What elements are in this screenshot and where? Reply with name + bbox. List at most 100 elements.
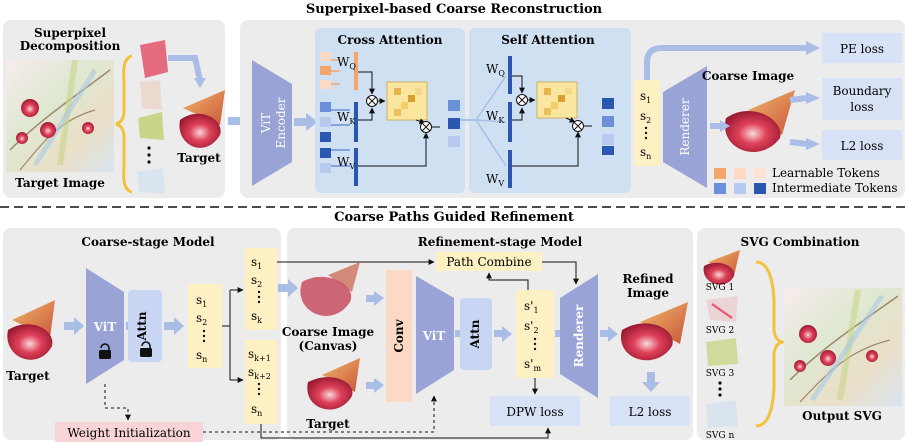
svg-combination-bracket — [755, 260, 788, 428]
top-token-column — [634, 80, 660, 166]
cross-learnable-tokens — [320, 52, 331, 89]
cross-wv-label: WV — [337, 155, 355, 171]
pe-loss-box — [822, 33, 902, 63]
target-label-refinement: Target — [306, 417, 350, 431]
arrow-to-pe-loss — [644, 45, 808, 80]
cross-wk-label: WK — [337, 110, 356, 126]
coarse-canvas-label-1: Coarse Image — [282, 325, 375, 339]
arrow-refined-tokens-to-path-combine — [486, 272, 529, 290]
path-combine-label: Path Combine — [446, 255, 531, 269]
top-token-s2: s2 — [640, 109, 651, 125]
legend-learnable: Learnable Tokens — [772, 166, 880, 180]
weight-init-box — [55, 422, 203, 442]
coarse-canvas-image — [300, 262, 360, 316]
top-section-title: Superpixel-based Coarse Reconstruction — [306, 2, 603, 17]
renderer-top — [663, 66, 707, 188]
self-attention-title: Self Attention — [501, 33, 595, 47]
target-label-bottom: Target — [6, 369, 50, 383]
coarse-attn-lock-icon — [140, 341, 152, 357]
refined-image-label-1: Refined — [622, 272, 674, 286]
arrow-weight-init-to-refine-vit — [203, 395, 437, 433]
arrow-attn-to-tokens — [174, 317, 184, 335]
target-bud-bottom — [7, 300, 55, 360]
refinement-attn-box — [460, 298, 492, 370]
bottom-section-title: Coarse Paths Guided Refinement — [334, 210, 574, 225]
superpixel-bracket — [115, 54, 133, 194]
dpw-loss-label: DPW loss — [506, 405, 563, 419]
boundary-loss-box — [822, 78, 902, 120]
boundary-loss-label-1: Boundary — [833, 84, 892, 98]
vit-encoder — [252, 60, 292, 186]
refinement-attn-label: Attn — [468, 319, 482, 349]
token-group-2 — [245, 340, 277, 424]
self-attention-map — [536, 81, 578, 119]
pe-loss-label: PE loss — [840, 42, 884, 56]
token-group-2-sn: sn — [251, 402, 262, 418]
output-svg-label: Output SVG — [802, 409, 882, 423]
coarse-token-sn: sn — [196, 348, 207, 364]
target-image-label: Target Image — [15, 176, 105, 190]
refinement-renderer — [560, 274, 598, 398]
cross-wk-bar — [354, 102, 358, 142]
coarse-attn-label: Attn — [135, 311, 149, 341]
cross-wq-bar — [354, 52, 358, 90]
coarse-attn-box — [128, 290, 162, 362]
cross-wv-bar — [354, 148, 358, 186]
coarse-vit-lock-icon — [99, 343, 111, 359]
path-combine-box — [436, 252, 542, 271]
svg-label-n: SVG n — [706, 431, 735, 441]
l2-loss-label-top: L2 loss — [841, 139, 884, 153]
target-image — [6, 59, 114, 172]
coarse-vit — [86, 268, 124, 384]
arrow-tokens-to-dpw-loss — [260, 424, 551, 439]
arrow-target-to-vit — [74, 317, 84, 335]
top-token-sn: sn — [640, 145, 651, 161]
weight-init-label: Weight Initialization — [67, 426, 191, 440]
renderer-top-label: Renderer — [678, 98, 692, 155]
legend-intermediate: Intermediate Tokens — [772, 181, 898, 195]
self-wv-bar — [508, 150, 512, 188]
l2-loss-box-top — [822, 130, 902, 160]
top-token-s1: s1 — [640, 89, 651, 105]
coarse-image-top — [724, 90, 795, 152]
cross-attention-title: Cross Attention — [338, 33, 443, 47]
refined-image-label-2: Image — [627, 286, 669, 300]
token-group-1-s2: s2 — [251, 273, 262, 289]
cross-intermediate-tokens — [320, 102, 331, 173]
self-wq-label: WQ — [486, 62, 505, 78]
coarse-vit-label: ViT — [93, 320, 117, 334]
refined-token-column — [516, 290, 554, 378]
refined-token-s2: s'2 — [524, 319, 539, 335]
refinement-vit-label: ViT — [422, 329, 446, 343]
token-group-2-sk2: sk+2 — [248, 365, 271, 381]
svg-fragment-n — [706, 400, 738, 428]
arrow-path-combine-to-renderer — [542, 261, 579, 285]
self-wq-bar — [508, 56, 512, 94]
token-group-1 — [245, 248, 277, 330]
dpw-loss-box — [490, 396, 580, 426]
vit-encoder-label-2: Encoder — [274, 97, 288, 148]
self-wk-bar — [508, 102, 512, 142]
boundary-loss-label-2: loss — [850, 100, 873, 114]
target-bud-refinement — [307, 358, 360, 410]
coarse-token-column — [188, 284, 222, 368]
vit-encoder-label-1: ViT — [259, 113, 273, 134]
refined-image — [620, 302, 688, 361]
arrow-to-cross-attention — [306, 113, 318, 131]
cross-wq-label: WQ — [337, 55, 356, 71]
arrow-vit-to-weight-init — [104, 384, 131, 421]
cross-attention-map — [386, 81, 428, 121]
conv-label: Conv — [392, 318, 406, 352]
token-group-1-s1: s1 — [251, 255, 262, 271]
self-wk-label: WK — [486, 109, 505, 125]
refined-token-s1: s'1 — [524, 299, 539, 315]
token-group-2-sk1: sk+1 — [248, 347, 271, 363]
refined-token-sm: s'm — [524, 357, 541, 373]
output-svg-image — [784, 288, 902, 406]
l2-loss-box-bottom — [610, 396, 690, 426]
token-group-1-sk: sk — [251, 309, 262, 325]
coarse-token-s2: s2 — [196, 311, 207, 327]
cross-output-tokens — [448, 100, 460, 147]
svg-combination-title: SVG Combination — [741, 235, 860, 249]
superpixel-title-line1: Superpixel — [34, 26, 106, 40]
